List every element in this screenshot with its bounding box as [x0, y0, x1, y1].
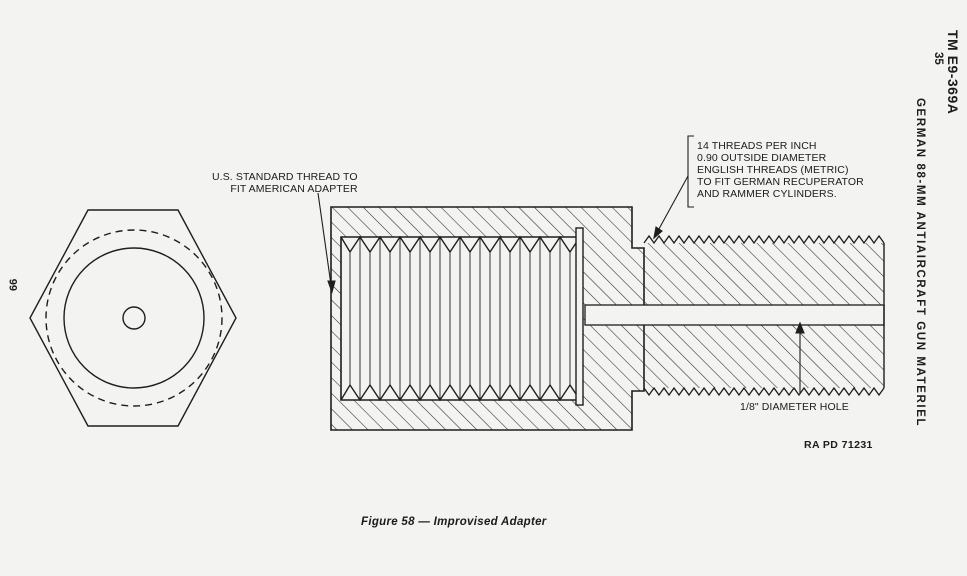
us-thread-line-1: U.S. STANDARD THREAD TO	[212, 171, 358, 183]
stem-thread-top	[643, 234, 885, 245]
bore-end-wall	[575, 227, 584, 406]
german-thread-line-4: TO FIT GERMAN RECUPERATOR	[697, 176, 864, 188]
thread-outer-circle	[45, 229, 223, 407]
german-thread-callout: 14 THREADS PER INCH 0.90 OUTSIDE DIAMETE…	[697, 140, 864, 200]
bore-thread-flanks	[349, 237, 571, 400]
section-view	[330, 206, 885, 431]
figure-caption: Figure 58 — Improvised Adapter	[361, 516, 547, 528]
hole-callout: 1/8" DIAMETER HOLE	[740, 401, 849, 413]
center-hole-channel	[584, 304, 885, 326]
center-hole	[122, 306, 146, 330]
german-thread-line-3: ENGLISH THREADS (METRIC)	[697, 164, 849, 176]
stem-thread-bottom	[643, 386, 885, 397]
figure-reference: RA PD 71231	[804, 439, 873, 451]
us-thread-line-2: FIT AMERICAN ADAPTER	[230, 183, 358, 195]
end-view	[29, 209, 237, 427]
bore-circle	[63, 247, 205, 389]
leader-lines	[317, 135, 805, 393]
german-thread-line-5: AND RAMMER CYLINDERS.	[697, 188, 837, 200]
german-thread-line-2: 0.90 OUTSIDE DIAMETER	[697, 152, 827, 164]
german-thread-line-1: 14 THREADS PER INCH	[697, 140, 817, 152]
hex-outline	[29, 209, 237, 427]
us-thread-callout: U.S. STANDARD THREAD TO FIT AMERICAN ADA…	[212, 171, 358, 195]
